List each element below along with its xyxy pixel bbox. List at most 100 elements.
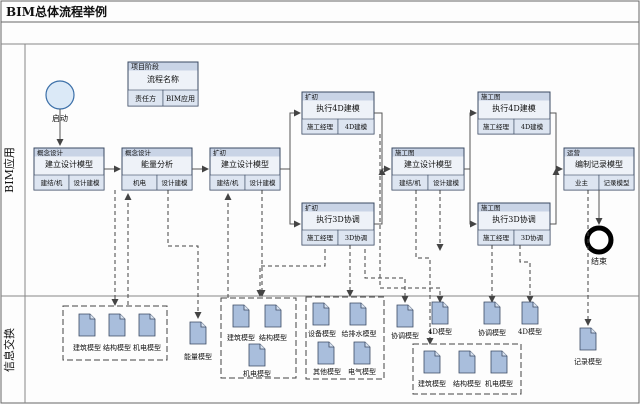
- doc-label: 4D模型: [428, 327, 452, 336]
- document-icon: [423, 350, 441, 374]
- box-app: 3D协调: [521, 233, 543, 242]
- document-icon: [579, 327, 597, 351]
- box-name: 执行4D建模: [492, 103, 536, 113]
- page-title: BIM总体流程举例: [6, 4, 107, 19]
- box-name: 建立设计模型: [45, 159, 93, 169]
- doc-label: 协调模型: [478, 328, 506, 337]
- box-name: 执行3D协调: [316, 214, 360, 224]
- box-party: 施工经理: [307, 122, 334, 131]
- box-stage: 施工图: [481, 203, 501, 212]
- box-party: 业主: [575, 178, 589, 187]
- lane-label-bim-app: BIM应用: [2, 147, 16, 193]
- legend-box: 项目阶段 流程名称 责任方 BIM应用: [127, 61, 199, 107]
- box-party: 施工经理: [307, 233, 334, 242]
- doc-label: 电气模型: [348, 367, 376, 376]
- document-icon: [458, 350, 476, 374]
- box-app: 记录模型: [604, 178, 631, 187]
- model-group-4: [412, 343, 522, 395]
- doc-label: 机电模型: [243, 369, 271, 378]
- box-prelim-4d[interactable]: 扩初 执行4D建模 施工经理 4D建模: [301, 91, 375, 135]
- document-icon: [349, 302, 367, 326]
- document-icon: [78, 313, 96, 337]
- legend-party: 责任方: [135, 94, 156, 103]
- document-icon: [483, 301, 501, 325]
- document-icon: [396, 304, 414, 328]
- box-prelim-3d[interactable]: 扩初 执行3D协调 施工经理 3D协调: [301, 202, 375, 246]
- lane-label-info-exchange: 信息交换: [2, 328, 16, 372]
- document-icon: [189, 321, 207, 345]
- box-name: 执行3D协调: [492, 214, 536, 224]
- doc-label: 机电模型: [133, 343, 161, 352]
- document-icon: [108, 313, 126, 337]
- legend-name: 流程名称: [147, 74, 179, 84]
- box-name: 建立设计模型: [221, 159, 269, 169]
- box-app: 设计建模: [74, 178, 101, 187]
- end-event[interactable]: [584, 225, 614, 255]
- box-stage: 扩初: [305, 203, 318, 212]
- document-icon: [431, 301, 449, 325]
- doc-label: 建筑模型: [227, 333, 255, 342]
- box-app: 设计建模: [433, 178, 460, 187]
- document-icon: [490, 350, 508, 374]
- doc-label: 能量模型: [184, 352, 212, 361]
- box-prelim-model[interactable]: 扩初 建立设计模型 建结/机 设计建模: [209, 147, 281, 191]
- doc-label: 机电模型: [485, 379, 513, 388]
- doc-label: 结构模型: [453, 379, 481, 388]
- document-icon: [232, 304, 250, 328]
- doc-label: 建筑模型: [73, 343, 101, 352]
- document-icon: [248, 343, 266, 367]
- box-construction-3d[interactable]: 施工图 执行3D协调 施工经理 3D协调: [477, 202, 551, 246]
- doc-label: 其他模型: [313, 367, 341, 376]
- model-group-3: [305, 296, 385, 380]
- box-app: 设计建模: [162, 178, 189, 187]
- box-energy-analysis[interactable]: 概念设计 能量分析 机电 设计建模: [121, 147, 193, 191]
- box-app: 设计建模: [250, 178, 277, 187]
- box-app: 3D协调: [345, 233, 367, 242]
- box-construction-model[interactable]: 施工图 建立设计模型 建结/机 设计建模: [391, 147, 465, 191]
- box-concept-model[interactable]: 概念设计 建立设计模型 建结/机 设计建模: [33, 147, 105, 191]
- box-party: 建结/机: [217, 178, 239, 187]
- box-operation-record[interactable]: 运营 编制记录模型 业主 记录模型: [563, 147, 635, 191]
- doc-label: 4D模型: [518, 327, 542, 336]
- box-construction-4d[interactable]: 施工图 执行4D建模 施工经理 4D建模: [477, 91, 551, 135]
- box-name: 执行4D建模: [316, 103, 360, 113]
- box-stage: 施工图: [481, 92, 501, 101]
- doc-label: 结构模型: [103, 343, 131, 352]
- legend-stage: 项目阶段: [131, 62, 159, 71]
- box-stage: 概念设计: [37, 148, 64, 157]
- start-event[interactable]: [45, 80, 75, 110]
- doc-label: 记录模型: [574, 357, 602, 366]
- box-stage: 概念设计: [125, 148, 152, 157]
- box-stage: 扩初: [213, 148, 226, 157]
- document-icon: [138, 313, 156, 337]
- document-icon: [312, 302, 330, 326]
- box-name: 编制记录模型: [575, 159, 623, 169]
- box-party: 建结/机: [399, 178, 421, 187]
- flow-arrows: [56, 109, 603, 228]
- doc-label: 协调模型: [391, 331, 419, 340]
- model-group-1: [62, 305, 168, 361]
- doc-label: 建筑模型: [418, 379, 446, 388]
- box-name: 能量分析: [141, 159, 173, 169]
- box-app: 4D建模: [521, 122, 544, 131]
- box-stage: 扩初: [305, 92, 318, 101]
- end-event-label: 结束: [591, 256, 607, 266]
- legend-app: BIM应用: [166, 94, 195, 103]
- document-icon: [353, 341, 371, 365]
- exchange-arrows: [111, 134, 592, 345]
- box-party: 建结/机: [41, 178, 63, 187]
- doc-label: 给排水模型: [342, 329, 377, 338]
- document-icon: [521, 301, 539, 325]
- box-stage: 运营: [567, 148, 581, 157]
- box-app: 4D建模: [345, 122, 368, 131]
- box-party: 施工经理: [483, 233, 510, 242]
- box-stage: 施工图: [395, 148, 415, 157]
- doc-label: 结构模型: [259, 333, 287, 342]
- document-icon: [264, 304, 282, 328]
- model-group-2: [220, 297, 297, 379]
- document-icon: [317, 341, 335, 365]
- box-party: 施工经理: [483, 122, 510, 131]
